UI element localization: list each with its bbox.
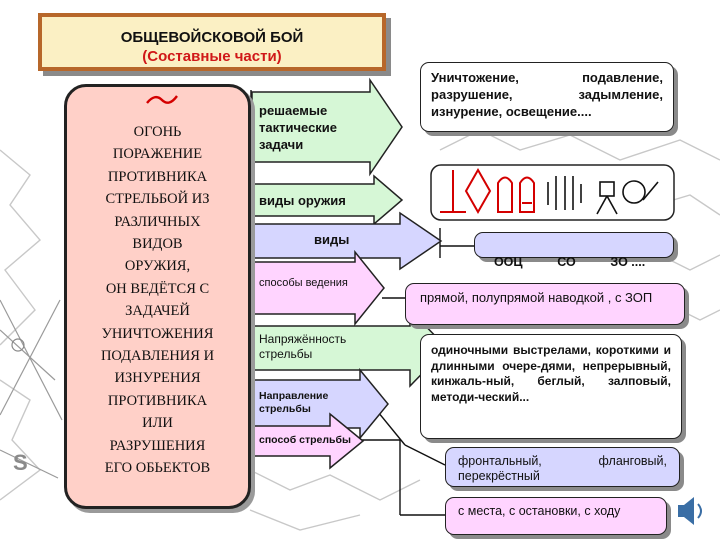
arrow-methods	[251, 249, 385, 327]
shell-icon	[464, 167, 492, 215]
info-box-shooting-way: с места, с остановки, с ходу	[445, 497, 667, 535]
arrow-label-weapons: виды оружия	[259, 193, 346, 208]
definition-box: ОГОНЬ ПОРАЖЕНИЕ ПРОТИВНИКА СТРЕЛЬБОЙ ИЗ …	[64, 84, 251, 509]
definition-line: РАЗЛИЧНЫХ	[114, 213, 201, 230]
definition-line: ИЛИ	[142, 415, 173, 432]
info-box-methods: прямой, полупрямой наводкой , с ЗОП	[405, 283, 685, 325]
speaker-icon	[678, 497, 702, 525]
definition-line: ПРОТИВНИКА	[107, 168, 208, 185]
pistol-icon	[497, 176, 513, 213]
info-text-types: ООЦ СО ЗО ....	[493, 255, 646, 269]
info-box-intensity: одиночными выстрелами, короткими и длинн…	[420, 334, 682, 439]
tilde-mark	[146, 95, 178, 104]
info-text-methods: прямой, полупрямой наводкой , с ЗОП	[420, 290, 653, 305]
definition-line: ПРОТИВНИКА	[107, 392, 208, 409]
compass-letter: S	[13, 450, 28, 475]
machine-gun-icon	[564, 176, 582, 210]
info-box-tasks: Уничтожение, подавление, разрушение, зад…	[420, 62, 674, 132]
arrow-label-direction: Направление стрельбы	[259, 390, 329, 415]
definition-line: ОГОНЬ	[133, 124, 182, 140]
info-text-direction: фронтальный, фланговый, перекрёстный	[458, 454, 667, 483]
arrow-label-intensity: Напряжённость стрельбы	[259, 332, 347, 361]
title-heading: ОБЩЕВОЙСКОВОЙ БОЙ	[120, 29, 304, 46]
arrow-label-tasks: решаемые тактические задачи	[259, 103, 338, 152]
definition-line: ИЗНУРЕНИЯ	[114, 370, 201, 387]
arrow-shooting-way	[251, 412, 365, 470]
background-compass	[0, 299, 63, 479]
arrow-weapons	[251, 174, 404, 226]
info-text-tasks: Уничтожение, подавление, разрушение, зад…	[431, 70, 663, 119]
info-text-shooting-way: с места, с остановки, с ходу	[458, 504, 621, 518]
sight-icon	[622, 180, 659, 204]
definition-line: ОРУЖИЯ,	[124, 258, 191, 275]
arrow-types	[251, 211, 443, 271]
title-subheading: (Составные части)	[142, 48, 282, 65]
definition-text: ОГОНЬ ПОРАЖЕНИЕ ПРОТИВНИКА СТРЕЛЬБОЙ ИЗ …	[67, 121, 248, 480]
definition-line: ВИДОВ	[132, 236, 183, 253]
grenade-launcher-icon	[440, 170, 466, 213]
definition-line: ЗАДАЧЕЙ	[125, 303, 190, 320]
cannon-icon	[596, 181, 618, 215]
info-box-types: ООЦ СО ЗО ....	[474, 232, 674, 269]
mine-icon	[519, 176, 535, 213]
connector-lines	[250, 90, 474, 516]
info-box-direction: фронтальный, фланговый, перекрёстный	[445, 447, 680, 487]
definition-line: РАЗРУШЕНИЯ	[109, 437, 206, 454]
rifle-icon	[547, 176, 557, 210]
title-box: ОБЩЕВОЙСКОВОЙ БОЙ (Составные части)	[38, 13, 386, 71]
arrow-label-types: виды	[314, 232, 350, 247]
arrow-tasks	[251, 77, 403, 177]
definition-line: ПОДАВЛЕНИЯ И	[100, 348, 215, 365]
definition-line: ОН ВЕДЁТСЯ С	[105, 280, 210, 297]
arrow-label-methods: способы ведения	[259, 277, 348, 289]
definition-line: ЕГО ОБЬЕКТОВ	[104, 460, 211, 477]
definition-line: СТРЕЛЬБОЙ ИЗ	[105, 191, 210, 208]
arrow-label-shooting-way: способ стрельбы	[259, 434, 351, 446]
definition-line: УНИЧТОЖЕНИЯ	[101, 325, 214, 342]
info-text-intensity: одиночными выстрелами, короткими и длинн…	[431, 343, 671, 404]
definition-line: ПОРАЖЕНИЕ	[112, 146, 203, 163]
